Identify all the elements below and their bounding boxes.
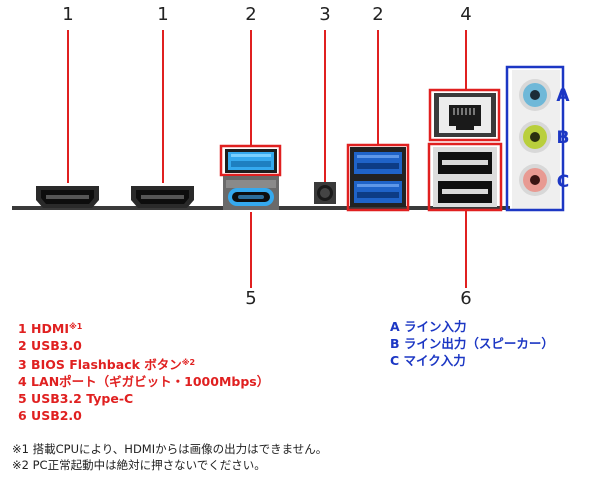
footnotes: ※1 搭載CPUにより、HDMIからは画像の出力はできません。 ※2 PC正常起…: [12, 441, 327, 473]
callout-box-lan: [428, 88, 501, 142]
legend-item-c: C マイク入力: [390, 353, 466, 368]
usb2-port-stack: [433, 147, 497, 207]
callout-number-bios-button: 3: [319, 4, 331, 25]
callout-box-usb3-right: [346, 143, 410, 212]
legend-item-3: 3 BIOS Flashback ボタン※2: [18, 357, 196, 372]
callout-number-typec: 5: [245, 288, 257, 309]
usb3-port-stack: [350, 147, 406, 207]
callout-number-usb3-left: 2: [245, 4, 257, 25]
legend-ports: 1 HDMI※1 2 USB3.0 3 BIOS Flashback ボタン※2…: [18, 318, 269, 424]
audio-jack-mic: [519, 164, 551, 196]
audio-jack-line-out: [519, 121, 551, 153]
callout-letter-a: A: [556, 86, 570, 106]
callout-box-usb2: [427, 142, 503, 212]
legend-item-b: B ライン出力（スピーカー）: [390, 336, 554, 351]
footnote-1: ※1 搭載CPUにより、HDMIからは画像の出力はできません。: [12, 442, 328, 456]
usb-typec-port: [223, 176, 279, 210]
hdmi-port-2: [131, 186, 194, 208]
callout-letter-c: C: [556, 172, 570, 192]
callout-number-hdmi-1: 1: [62, 4, 74, 25]
leader-lines: [67, 30, 467, 288]
lan-port: [434, 93, 496, 137]
footnote-2: ※2 PC正常起動中は絶対に押さないでください。: [12, 458, 266, 472]
bios-flashback-button: [314, 182, 336, 204]
legend-item-4: 4 LANポート（ギガビット・1000Mbps）: [18, 374, 270, 389]
legend-item-6: 6 USB2.0: [18, 408, 82, 423]
legend-item-1: 1 HDMI※1: [18, 321, 83, 336]
callout-letter-b: B: [556, 128, 570, 148]
hdmi-port-1: [36, 186, 99, 208]
audio-jack-panel: [512, 70, 560, 210]
callout-number-hdmi-2: 1: [157, 4, 169, 25]
callout-box-audio: [505, 65, 565, 212]
legend-item-2: 2 USB3.0: [18, 338, 82, 353]
callout-box-usb3-left: [219, 144, 282, 177]
callout-number-lan: 4: [460, 4, 472, 25]
callout-number-usb2: 6: [460, 288, 472, 309]
legend-item-5: 5 USB3.2 Type-C: [18, 391, 134, 406]
callout-number-usb3-right: 2: [372, 4, 384, 25]
usb3-port-left: [225, 149, 277, 173]
legend-item-a: A ライン入力: [390, 319, 467, 334]
audio-jack-line-in: [519, 79, 551, 111]
legend-audio: A ライン入力 B ライン出力（スピーカー） C マイク入力: [390, 318, 554, 369]
